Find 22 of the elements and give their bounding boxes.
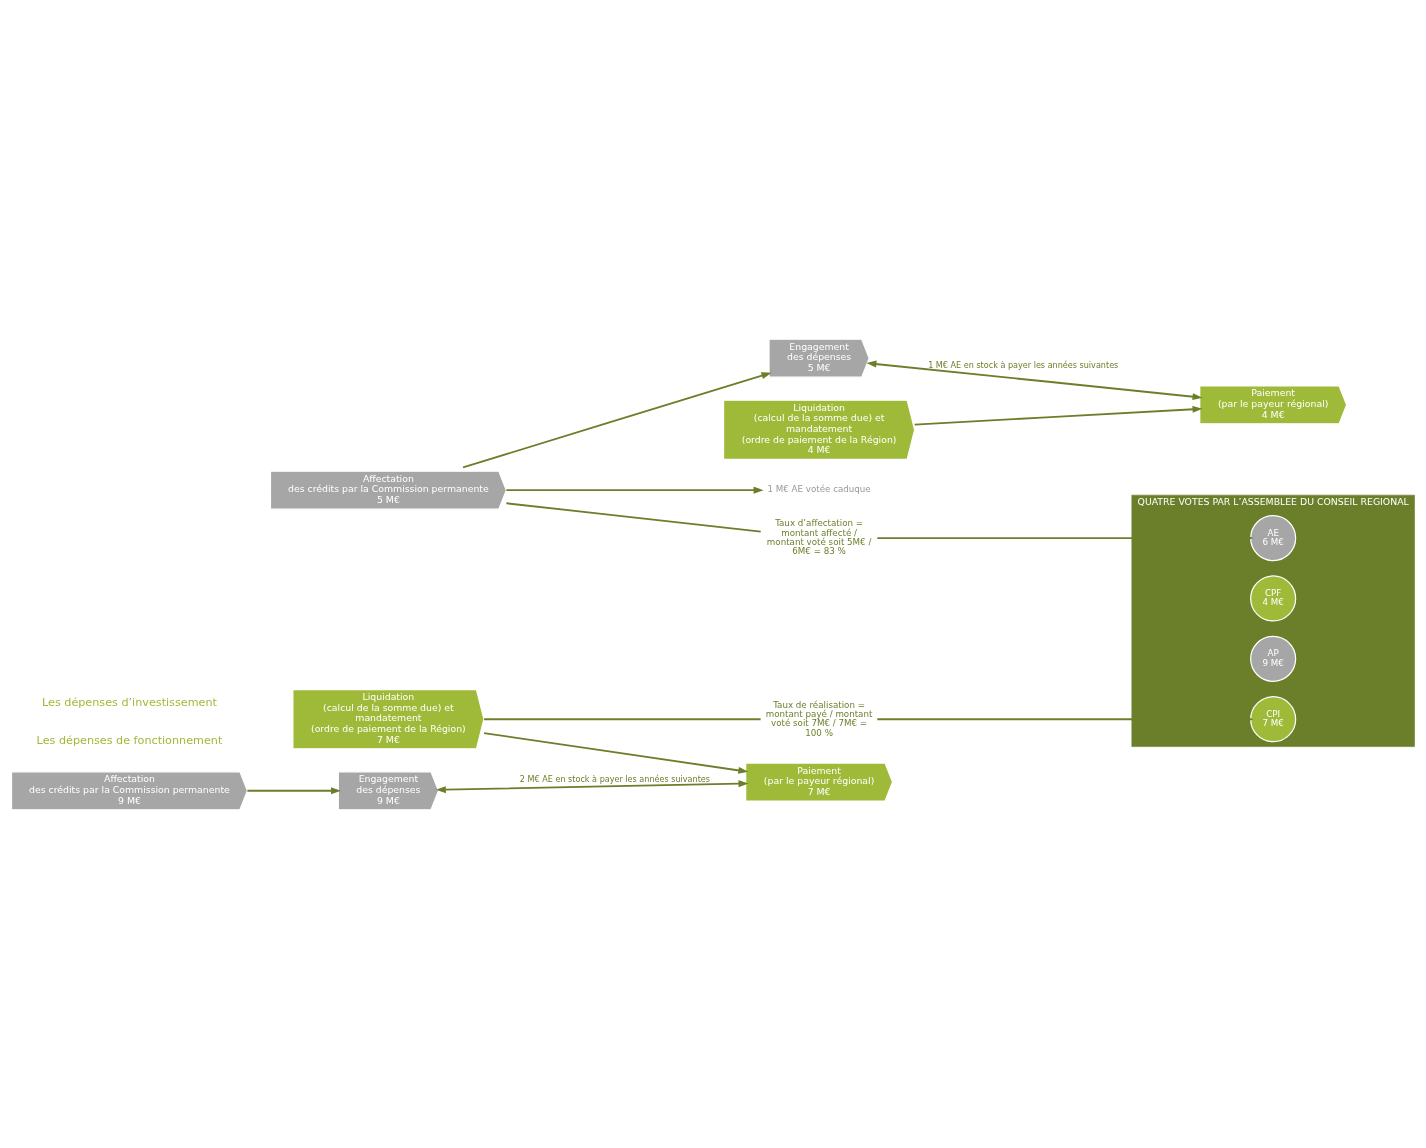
- connector: [483, 717, 762, 720]
- arrow: [866, 360, 1203, 400]
- arrow: [246, 786, 341, 794]
- edge-label: 2 M€ AE en stock à payer les années suivantes: [519, 773, 711, 784]
- arrow: [505, 486, 764, 494]
- arrow: [876, 534, 1254, 542]
- arrow: [876, 715, 1254, 723]
- node-text: Taux de réalisation = montant payé / montant voté soit 7M€ / 7M€ = 100 %: [765, 699, 873, 738]
- label: Les dépenses de fonctionnement: [36, 733, 223, 747]
- edge-label: 1 M€ AE en stock à payer les années suivantes: [928, 359, 1119, 370]
- arrow: [913, 405, 1203, 425]
- connector: [505, 501, 762, 533]
- node-circle: CPI 7 M€: [1250, 695, 1297, 742]
- arrow: [435, 779, 749, 793]
- arrow: [483, 731, 749, 774]
- node-circle: AP 9 M€: [1250, 635, 1297, 682]
- label: Les dépenses d’investissement: [41, 695, 217, 709]
- node-circle: CPF 4 M€: [1250, 574, 1297, 622]
- node-circle: AE 6 M€: [1250, 514, 1297, 561]
- node-text: Taux d’affectation = montant affecté / montant voté soit 5M€ / 6M€ = 83 %: [766, 517, 872, 556]
- node-text: 1 M€ AE votée caduque: [767, 483, 871, 494]
- arrow: [462, 371, 772, 468]
